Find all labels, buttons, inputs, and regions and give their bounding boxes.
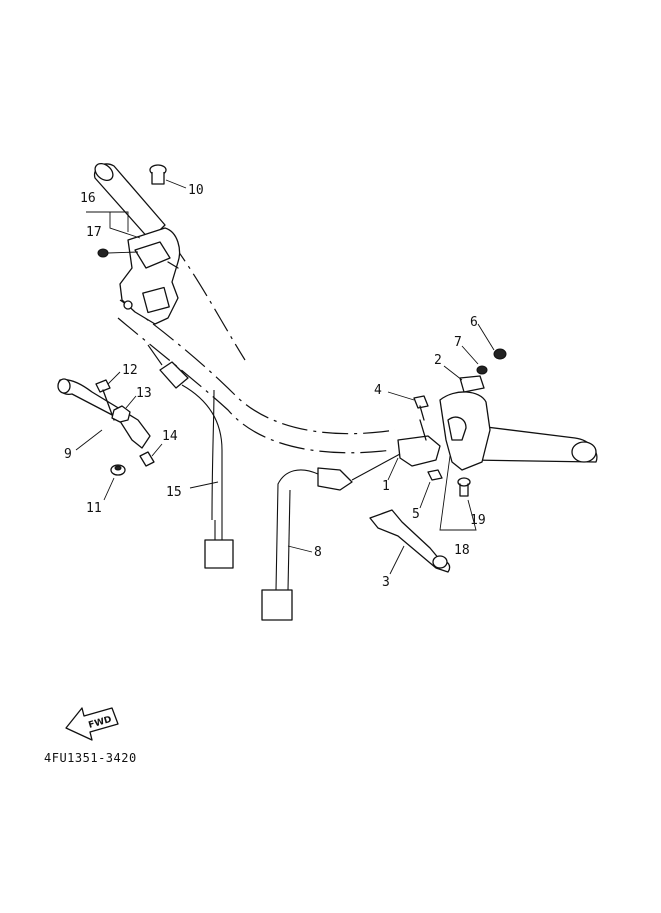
callout-15: 15 (166, 485, 182, 500)
bracket-18 (439, 455, 477, 531)
drawing-code: 4FU1351-3420 (44, 751, 137, 765)
part-13-nut (111, 395, 137, 423)
leader-7 (461, 345, 479, 365)
bracket-16 (86, 211, 129, 232)
part-11-nut (103, 464, 126, 501)
bracket-16-b (109, 212, 141, 239)
callout-9: 9 (64, 447, 72, 462)
part-1-mount (397, 395, 441, 467)
callout-1: 1 (382, 479, 390, 494)
callout-6: 6 (470, 315, 478, 330)
part-9-left-lever (57, 378, 151, 451)
right-housing (439, 348, 507, 471)
callout-12: 12 (122, 363, 138, 378)
callout-5: 5 (412, 507, 420, 522)
callout-7: 7 (454, 335, 462, 350)
part-15-cable (147, 344, 234, 569)
part-8-cable (261, 453, 401, 621)
left-switch-housing (119, 227, 181, 325)
part-17-screw (97, 248, 139, 258)
callout-18: 18 (454, 543, 470, 558)
part-19-bolt (457, 477, 471, 497)
right-grip (469, 424, 598, 463)
callout-10: 10 (188, 183, 204, 198)
fwd-arrow-icon: FWD (65, 707, 119, 741)
leader-1 (387, 457, 399, 481)
part-3-right-lever (369, 509, 451, 575)
callout-11: 11 (86, 501, 102, 516)
callout-14: 14 (162, 429, 178, 444)
callout-2: 2 (434, 353, 442, 368)
leader-4 (387, 391, 415, 401)
leader-6 (477, 323, 495, 351)
callout-19: 19 (470, 513, 486, 528)
callout-13: 13 (136, 386, 152, 401)
left-grip (93, 162, 166, 241)
part-5 (419, 469, 443, 509)
callout-8: 8 (314, 545, 322, 560)
callout-4: 4 (374, 383, 382, 398)
callout-3: 3 (382, 575, 390, 590)
callout-16: 16 (80, 191, 96, 206)
part-14-screw (139, 443, 163, 467)
leader-2 (443, 365, 463, 381)
part-10-screw (149, 164, 187, 189)
callout-17: 17 (86, 225, 102, 240)
